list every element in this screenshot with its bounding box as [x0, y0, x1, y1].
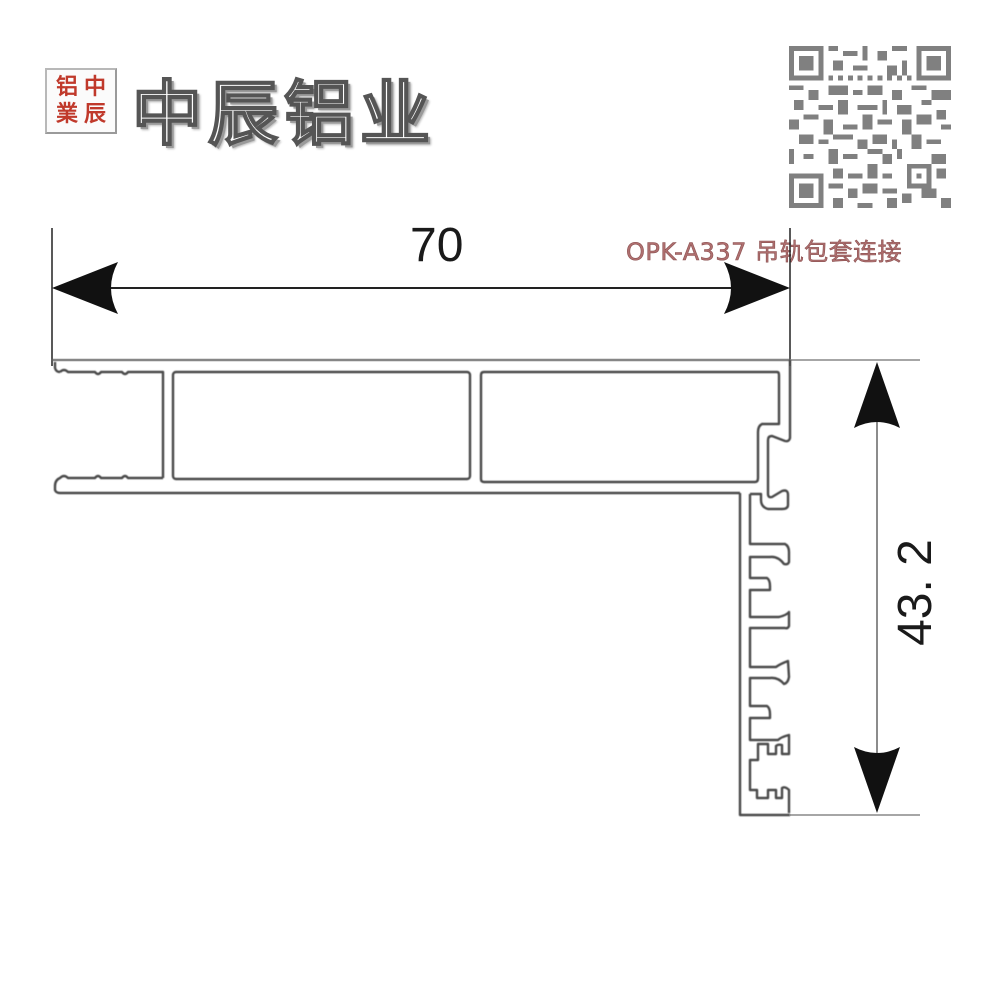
seal-char: 铝	[55, 74, 78, 100]
brand-seal-logo: 铝 中 業 辰	[45, 68, 117, 134]
product-model-label: OPK-A337 吊轨包套连接	[626, 238, 903, 267]
seal-char: 業	[55, 101, 78, 127]
qr-code-icon	[789, 46, 951, 208]
seal-char: 辰	[83, 101, 106, 127]
dimension-height	[790, 359, 920, 816]
dimension-width	[51, 228, 791, 366]
dimension-width-label: 70	[410, 219, 464, 272]
aluminium-profile	[52, 359, 792, 817]
seal-char: 中	[83, 74, 106, 100]
dimension-height-label: 43. 2	[888, 539, 942, 646]
brand-title: 中辰铝业	[131, 72, 436, 156]
